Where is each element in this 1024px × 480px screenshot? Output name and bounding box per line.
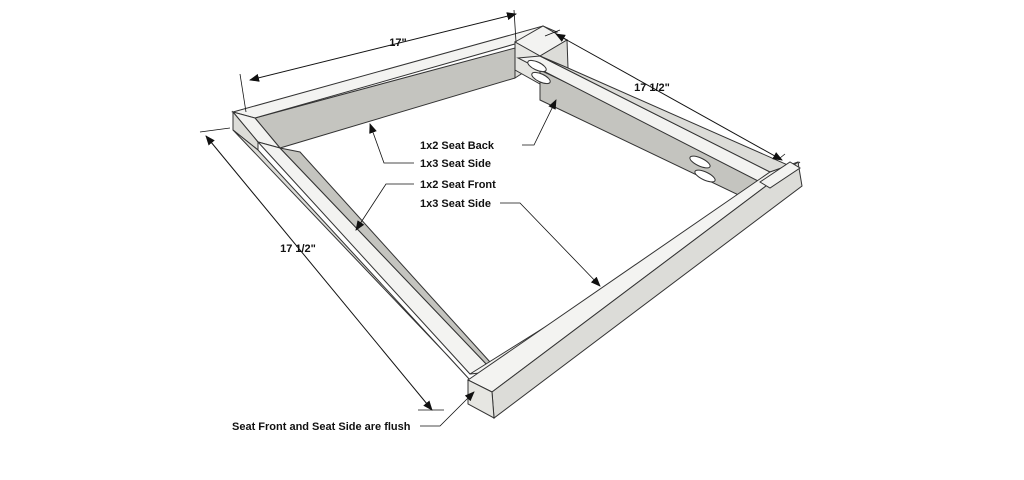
dimension-left-depth-label: 17 1/2"	[280, 243, 316, 255]
dimension-back-width: 17"	[239, 9, 517, 113]
label-flush-note-group: Seat Front and Seat Side are flush	[232, 391, 475, 433]
dimension-left-depth: 17 1/2"	[199, 127, 444, 411]
label-seat-side-upper: 1x3 Seat Side	[420, 158, 491, 170]
label-flush-note: Seat Front and Seat Side are flush	[232, 421, 411, 433]
label-seat-side-lower: 1x3 Seat Side	[420, 198, 491, 210]
left-seat-side-rail	[231, 110, 491, 381]
label-seat-back-group: 1x2 Seat Back	[420, 99, 557, 152]
label-seat-side-upper-group: 1x3 Seat Side	[369, 123, 491, 170]
dimension-back-width-label: 17"	[389, 37, 406, 49]
label-seat-back: 1x2 Seat Back	[420, 140, 495, 152]
label-seat-side-lower-group: 1x3 Seat Side	[420, 198, 601, 287]
dimension-right-depth: 17 1/2"	[544, 29, 786, 161]
label-seat-front: 1x2 Seat Front	[420, 179, 496, 191]
front-seat-side-rail	[467, 161, 803, 419]
label-seat-front-group: 1x2 Seat Front	[355, 179, 496, 231]
dimension-right-depth-label: 17 1/2"	[634, 82, 670, 94]
